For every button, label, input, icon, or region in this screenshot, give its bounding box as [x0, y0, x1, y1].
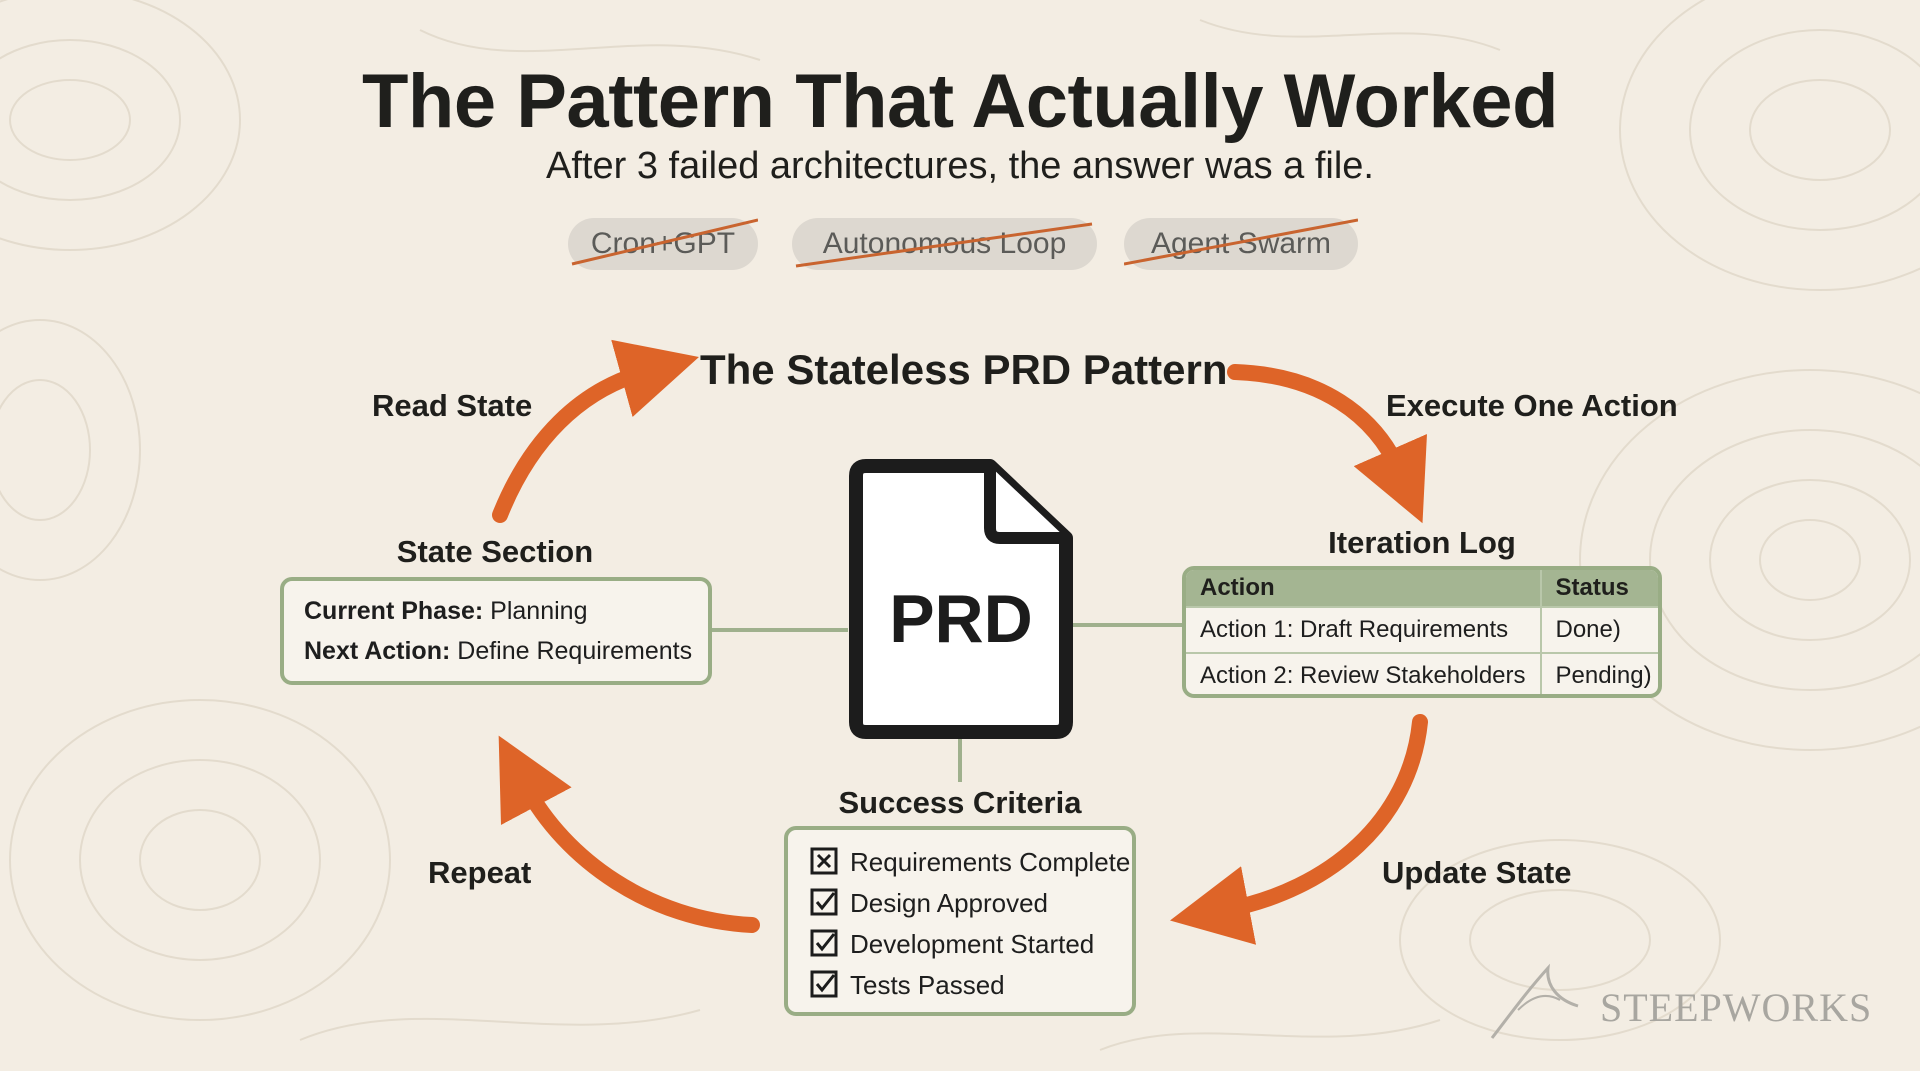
status-cell: Done): [1539, 606, 1658, 653]
criteria-item: Requirements Complete: [810, 842, 1130, 882]
checkbox-x-icon: [810, 847, 838, 875]
steepworks-logo-icon: [1490, 963, 1579, 1039]
success-criteria-heading: Success Criteria: [838, 785, 1082, 820]
step-update-state: Update State: [1382, 855, 1572, 890]
strikethrough-line: [1124, 218, 1358, 266]
criteria-item: Development Started: [810, 924, 1094, 964]
success-criteria-box: Requirements Complete Design Approved De…: [784, 826, 1136, 1016]
table-row: Action 2: Review Stakeholders Pending): [1186, 652, 1658, 694]
state-section-heading: State Section: [396, 534, 594, 569]
arrow-execute-action: [1227, 364, 1427, 524]
checkbox-checked-icon: [810, 970, 838, 998]
criteria-item: Tests Passed: [810, 965, 1005, 1005]
prd-document-icon: [849, 459, 1073, 739]
table-header-row: Action Status: [1186, 570, 1658, 607]
step-execute-action: Execute One Action: [1386, 388, 1678, 423]
cycle-title: The Stateless PRD Pattern: [700, 346, 1228, 393]
state-label: Next Action:: [304, 637, 451, 665]
state-section-box: Current Phase: Planning Next Action: Def…: [280, 577, 712, 685]
state-value: Define Requirements: [457, 637, 693, 665]
state-value: Planning: [490, 597, 588, 625]
criteria-item: Design Approved: [810, 883, 1048, 923]
checkbox-checked-icon: [810, 888, 838, 916]
prd-label: PRD: [889, 581, 1033, 657]
failed-architecture-pill-autonomous-loop: Autonomous Loop: [792, 218, 1097, 270]
action-cell: Action 1: Draft Requirements: [1186, 606, 1541, 653]
checkbox-checked-icon: [810, 929, 838, 957]
brand-name: STEEPWORKS: [1600, 985, 1873, 1030]
criteria-label: Requirements Complete: [850, 847, 1131, 877]
failed-architecture-pill-agent-swarm: Agent Swarm: [1124, 218, 1358, 270]
state-row-current-phase: Current Phase: Planning: [304, 597, 587, 626]
criteria-label: Development Started: [850, 929, 1095, 959]
state-row-next-action: Next Action: Define Requirements: [304, 637, 692, 666]
table-row: Action 1: Draft Requirements Done): [1186, 606, 1658, 653]
strikethrough-line: [795, 222, 1093, 268]
iteration-log-heading: Iteration Log: [1328, 525, 1516, 560]
column-header-action: Action: [1186, 570, 1541, 607]
step-repeat: Repeat: [428, 855, 532, 890]
criteria-label: Design Approved: [850, 888, 1049, 918]
page-title: The Pattern That Actually Worked: [362, 59, 1559, 144]
iteration-log-table: Action Status Action 1: Draft Requiremen…: [1182, 566, 1662, 698]
state-label: Current Phase:: [304, 597, 484, 625]
arrow-update-state: [1169, 714, 1428, 945]
arrow-repeat: [498, 735, 760, 933]
arrow-read-state: [492, 339, 699, 523]
status-cell: Pending): [1539, 652, 1658, 694]
strikethrough-line: [571, 218, 758, 266]
action-cell: Action 2: Review Stakeholders: [1186, 652, 1541, 694]
failed-architecture-pill-cron-gpt: Cron+GPT: [568, 218, 758, 270]
column-header-status: Status: [1539, 570, 1658, 607]
criteria-label: Tests Passed: [850, 970, 1005, 1000]
page-subtitle: After 3 failed architectures, the answer…: [546, 145, 1374, 187]
step-read-state: Read State: [372, 388, 533, 423]
